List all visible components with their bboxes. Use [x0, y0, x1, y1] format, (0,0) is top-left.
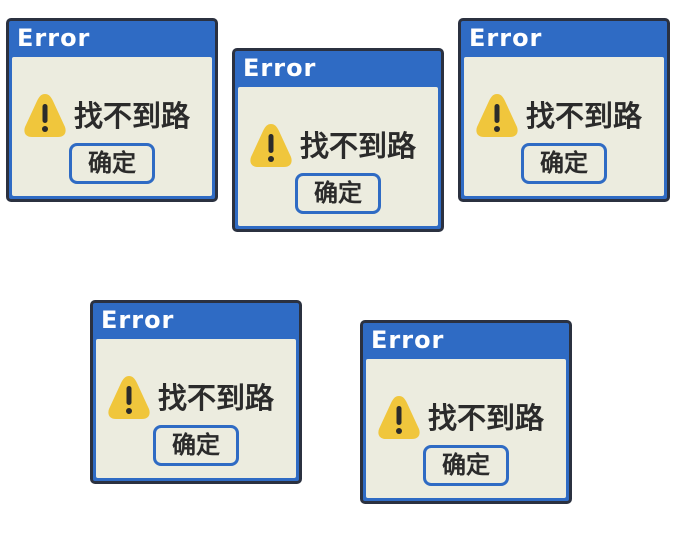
dialog-body: 找不到路 确定: [464, 57, 664, 196]
dialog-title[interactable]: Error: [243, 54, 317, 82]
dialog-body: 找不到路 确定: [12, 57, 212, 196]
warning-icon: [378, 396, 420, 439]
dialog-message: 找不到路: [526, 99, 643, 133]
error-dialog: Error 找不到路 确定: [458, 18, 670, 202]
dialog-title[interactable]: Error: [101, 306, 175, 334]
error-dialog: Error 找不到路 确定: [90, 300, 302, 484]
error-dialog: Error 找不到路 确定: [232, 48, 444, 232]
warning-icon: [250, 124, 292, 167]
dialog-title[interactable]: Error: [371, 326, 445, 354]
dialog-message: 找不到路: [74, 99, 191, 133]
ok-button[interactable]: 确定: [521, 143, 607, 184]
error-dialog: Error 找不到路 确定: [6, 18, 218, 202]
dialog-title[interactable]: Error: [17, 24, 91, 52]
dialog-title[interactable]: Error: [469, 24, 543, 52]
ok-button[interactable]: 确定: [69, 143, 155, 184]
warning-icon: [476, 94, 518, 137]
warning-icon: [24, 94, 66, 137]
dialog-message: 找不到路: [428, 401, 545, 435]
dialog-body: 找不到路 确定: [238, 87, 438, 226]
dialog-message: 找不到路: [300, 129, 417, 163]
dialog-body: 找不到路 确定: [366, 359, 566, 498]
dialog-message: 找不到路: [158, 381, 275, 415]
ok-button[interactable]: 确定: [295, 173, 381, 214]
error-dialog: Error 找不到路 确定: [360, 320, 572, 504]
ok-button[interactable]: 确定: [423, 445, 509, 486]
ok-button[interactable]: 确定: [153, 425, 239, 466]
warning-icon: [108, 376, 150, 419]
dialog-body: 找不到路 确定: [96, 339, 296, 478]
